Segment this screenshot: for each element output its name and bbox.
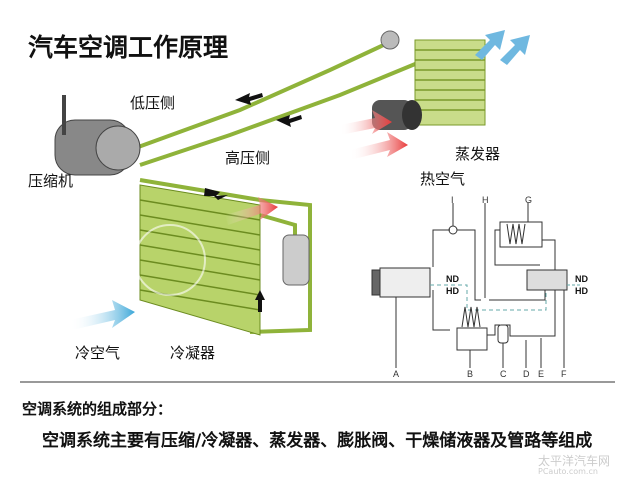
section-title: 空调系统的组成部分： — [22, 400, 173, 418]
label-condenser: 冷凝器 — [170, 344, 216, 362]
label-nd-right: ND — [575, 274, 588, 284]
label-g: G — [525, 195, 532, 205]
label-a: A — [393, 369, 399, 379]
label-nd-left: ND — [446, 274, 459, 284]
label-evaporator: 蒸发器 — [455, 145, 501, 163]
refrigeration-schematic — [371, 203, 580, 368]
watermark-cn: 太平洋汽车网 — [538, 454, 611, 468]
hot-air-arrows — [225, 110, 408, 225]
page-title: 汽车空调工作原理 — [28, 33, 229, 62]
label-c: C — [500, 369, 507, 379]
label-low-pressure: 低压侧 — [130, 94, 176, 112]
compressor — [54, 95, 141, 176]
label-cold-air: 冷空气 — [75, 344, 121, 362]
label-i: I — [451, 195, 454, 205]
watermark-en: PCauto.com.cn — [538, 467, 598, 476]
receiver-dryer — [282, 234, 310, 286]
label-b: B — [467, 369, 473, 379]
label-d: D — [523, 369, 530, 379]
condenser — [134, 184, 261, 336]
cold-air-arrows — [70, 30, 530, 330]
label-h: H — [482, 195, 489, 205]
section-body: 空调系统主要有压缩/冷凝器、蒸发器、膨胀阀、干燥储液器及管路等组成 — [42, 431, 593, 451]
evaporator — [380, 30, 486, 126]
refrigerant-pipes — [129, 40, 421, 334]
label-compressor: 压缩机 — [28, 172, 74, 190]
label-hd-right: HD — [575, 286, 588, 296]
label-hd-left: HD — [446, 286, 459, 296]
label-high-pressure: 高压侧 — [225, 149, 271, 167]
label-f: F — [561, 369, 567, 379]
schematic-letters: A B C D E F G H I ND HD ND HD — [393, 195, 588, 379]
flow-arrows — [204, 93, 302, 312]
label-hot-air: 热空气 — [420, 170, 466, 188]
label-e: E — [538, 369, 544, 379]
